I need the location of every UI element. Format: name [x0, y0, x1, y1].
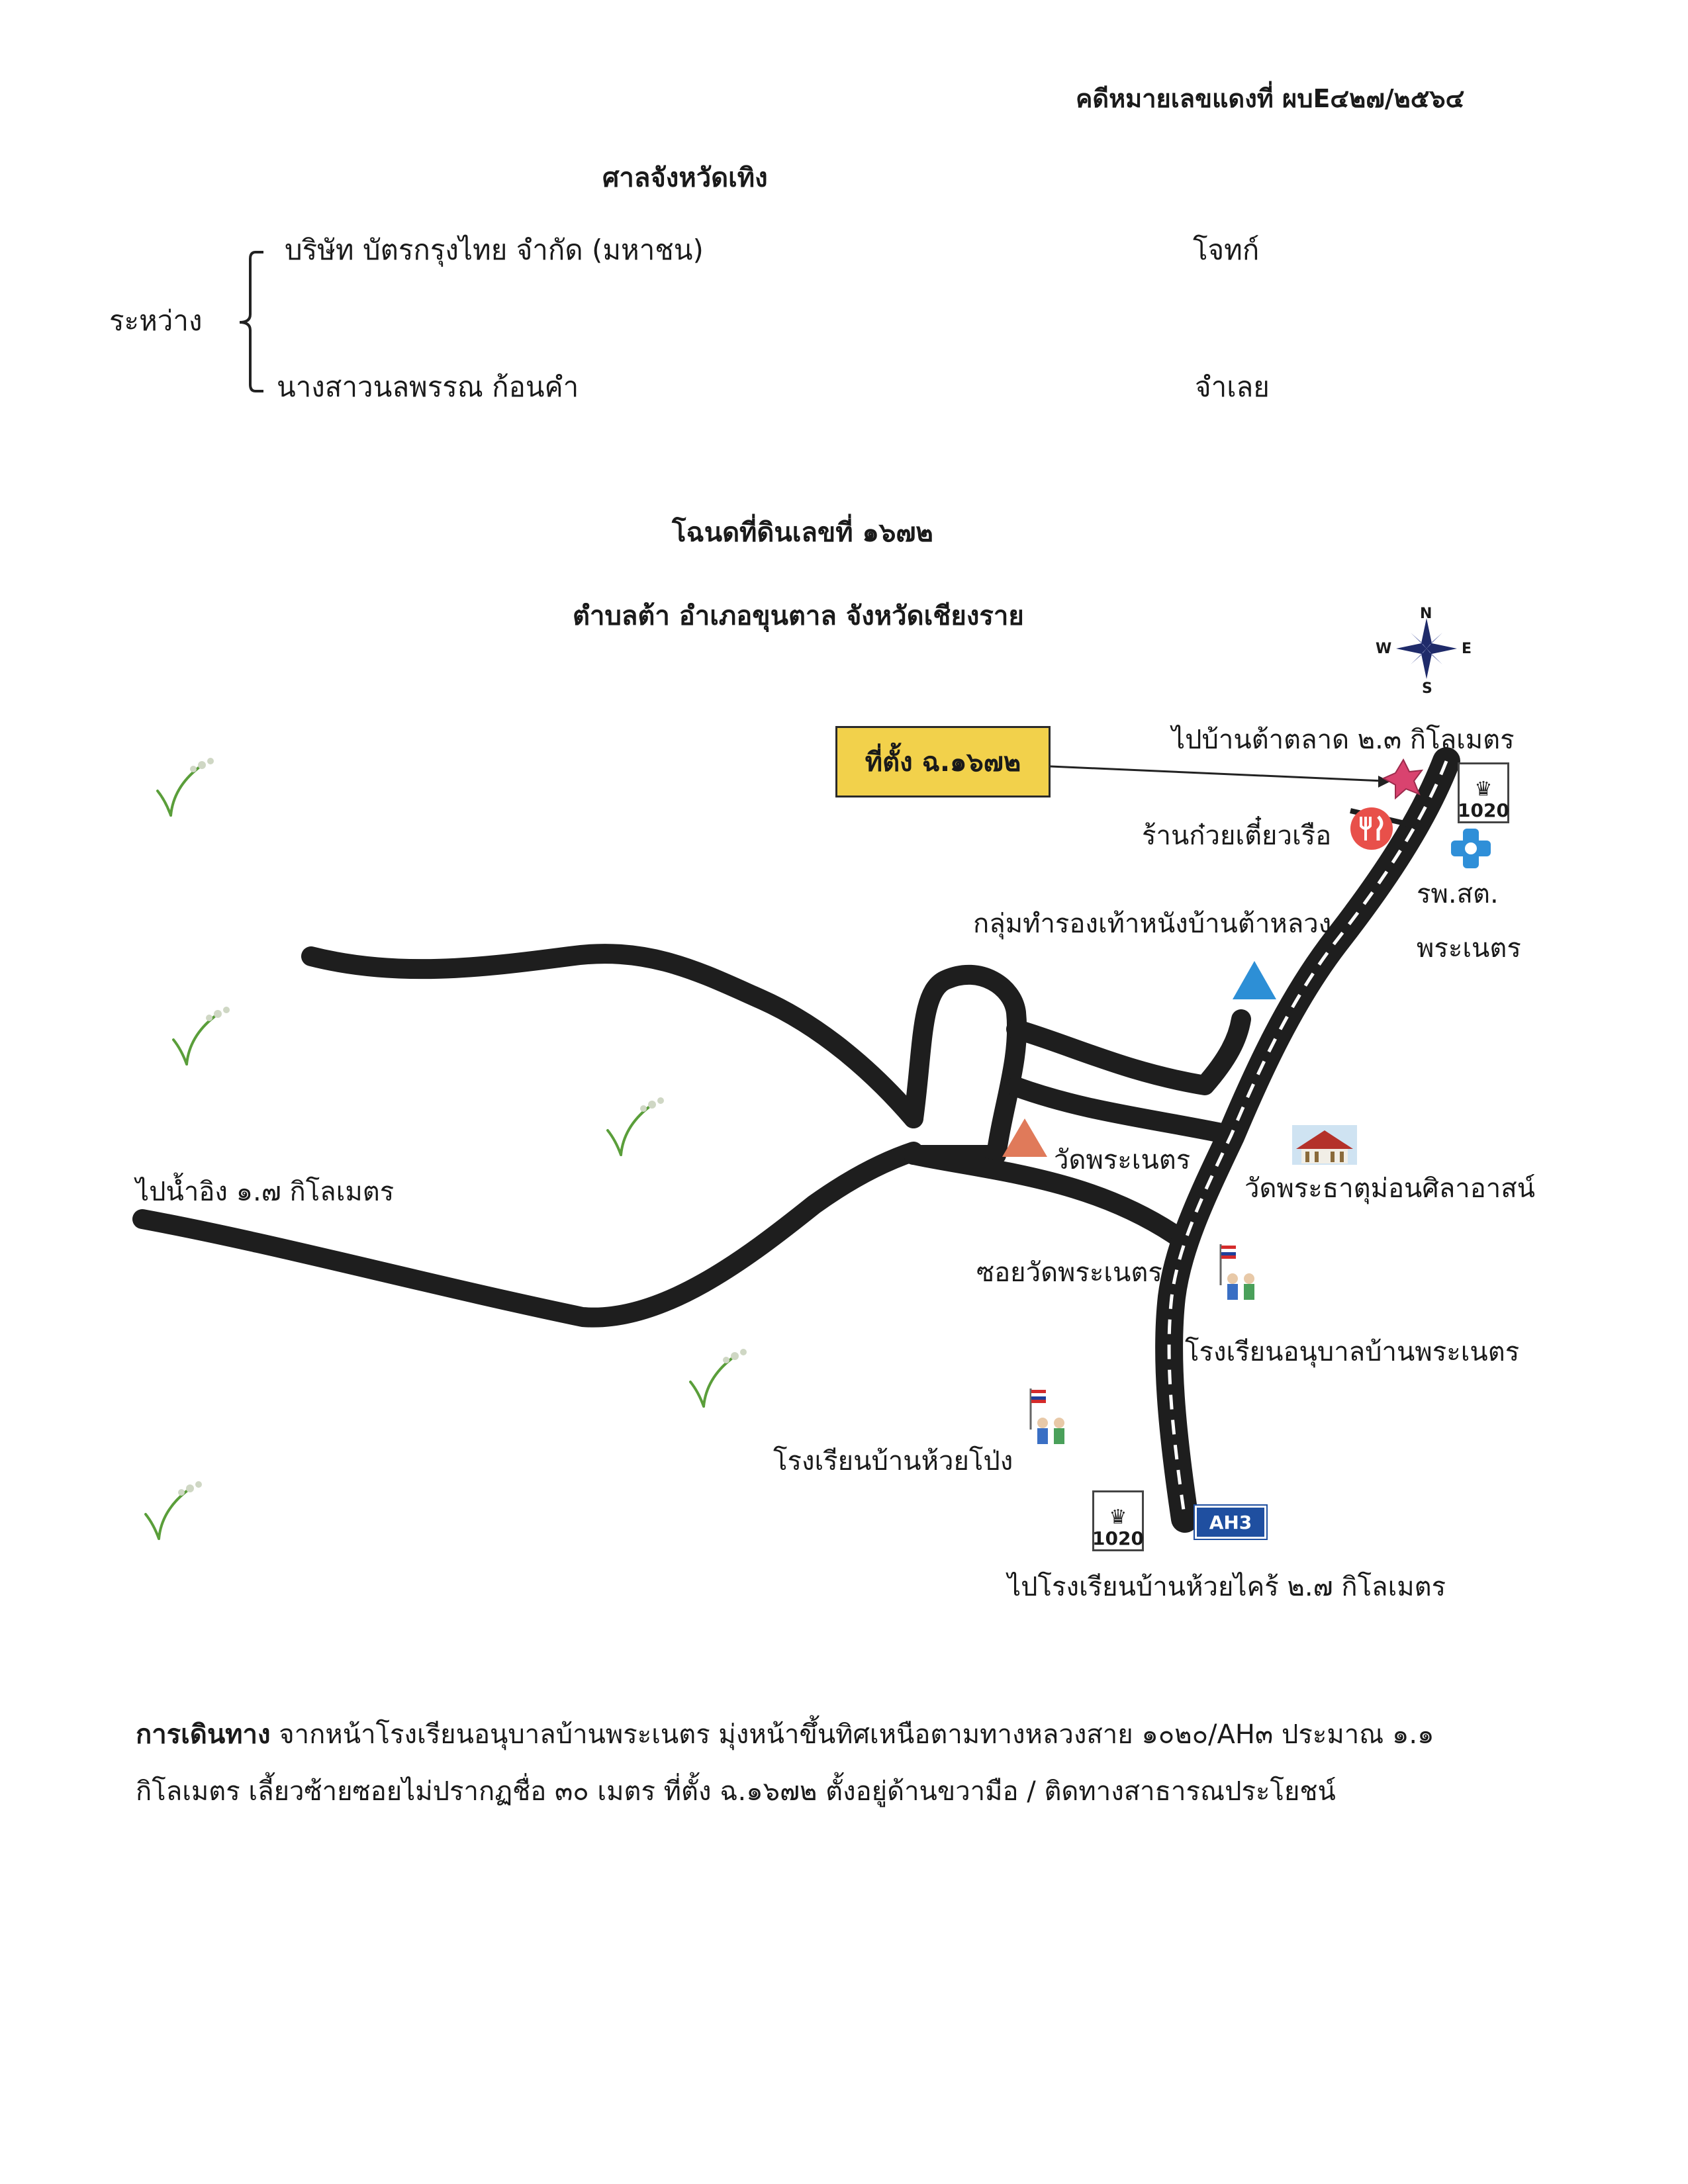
compass-s: S [1422, 680, 1432, 697]
plaintiff-role: โจทก์ [1193, 234, 1260, 266]
defendant-name: นางสาวนลพรรณ ก้อนคำ [277, 371, 579, 403]
highway-number: 1020 [1092, 1527, 1144, 1549]
restaurant-icon [1350, 807, 1393, 850]
label-soi-wat: ซอยวัดพระเนตร [976, 1257, 1162, 1288]
highway-number: 1020 [1458, 799, 1509, 821]
highway-shield-icon: ♛1020 [1092, 1490, 1144, 1551]
between-label: ระหว่าง [109, 304, 203, 337]
directions-label: การเดินทาง [136, 1719, 271, 1750]
label-to-nam-ing: ไปน้ำอิง ๑.๗ กิโลเมตร [136, 1177, 395, 1207]
compass-w: W [1376, 641, 1392, 657]
grass-icon [144, 766, 733, 1540]
asian-highway-badge: AH3 [1194, 1504, 1268, 1540]
label-health-center-2: พระเนตร [1417, 933, 1521, 964]
label-school-huai-pong: โรงเรียนบ้านห้วยโป่ง [773, 1446, 1013, 1477]
site-pointer-arrow [1050, 765, 1390, 788]
site-label-box: ที่ตั้ง ฉ.๑๖๗๒ [835, 726, 1051, 797]
highway-shield-icon: ♛1020 [1458, 762, 1509, 823]
label-health-center-1: รพ.สต. [1417, 879, 1499, 909]
deed-title: โฉนดที่ดินเลขที่ ๑๖๗๒ [672, 518, 933, 548]
party-brace [239, 251, 263, 392]
school-icon [1029, 1388, 1064, 1444]
plaintiff-name: บริษัท บัตรกรุงไทย จำกัด (มหาชน) [285, 234, 704, 266]
directions-paragraph: การเดินทาง จากหน้าโรงเรียนอนุบาลบ้านพระเ… [136, 1706, 1513, 1820]
highway-1020 [1155, 747, 1460, 1533]
triangle-marker-icon [1002, 1118, 1047, 1157]
health-cross-icon [1451, 829, 1491, 868]
location-title: ตำบลต้า อำเภอขุนตาล จังหวัดเชียงราย [573, 601, 1024, 631]
triangle-marker-icon [1233, 961, 1276, 999]
directions-text: จากหน้าโรงเรียนอนุบาลบ้านพระเนตร มุ่งหน้… [136, 1719, 1434, 1807]
case-number: คดีหมายเลขแดงที่ ผบE๔๒๗/๒๕๖๔ [1076, 84, 1465, 113]
star-marker-icon [1382, 758, 1424, 800]
school-icon [1219, 1244, 1254, 1300]
label-to-ban-ta-talat: ไปบ้านต้าตลาด ๒.๓ กิโลเมตร [1172, 725, 1515, 755]
label-wat-phra-net: วัดพระเนตร [1054, 1145, 1191, 1175]
label-shoe-group: กลุ่มทำรองเท้าหนังบ้านต้าหลวง [973, 909, 1332, 939]
compass-e: E [1462, 641, 1472, 657]
compass-n: N [1420, 606, 1432, 622]
defendant-role: จำเลย [1195, 371, 1270, 403]
label-noodle-shop: ร้านก๋วยเตี๋ยวเรือ [1142, 821, 1332, 851]
label-wat-phra-that: วัดพระธาตุม่อนศิลาอาสน์ [1244, 1173, 1535, 1204]
grass-icon [178, 758, 747, 1496]
temple-icon [1292, 1125, 1357, 1165]
court-name: ศาลจังหวัดเทิง [602, 163, 768, 193]
local-roads [132, 944, 1251, 1328]
compass-rose-icon [1396, 618, 1457, 679]
label-kindergarten: โรงเรียนอนุบาลบ้านพระเนตร [1185, 1337, 1520, 1367]
label-to-school-huai-khrai: ไปโรงเรียนบ้านห้วยไคร้ ๒.๗ กิโลเมตร [1008, 1572, 1446, 1602]
